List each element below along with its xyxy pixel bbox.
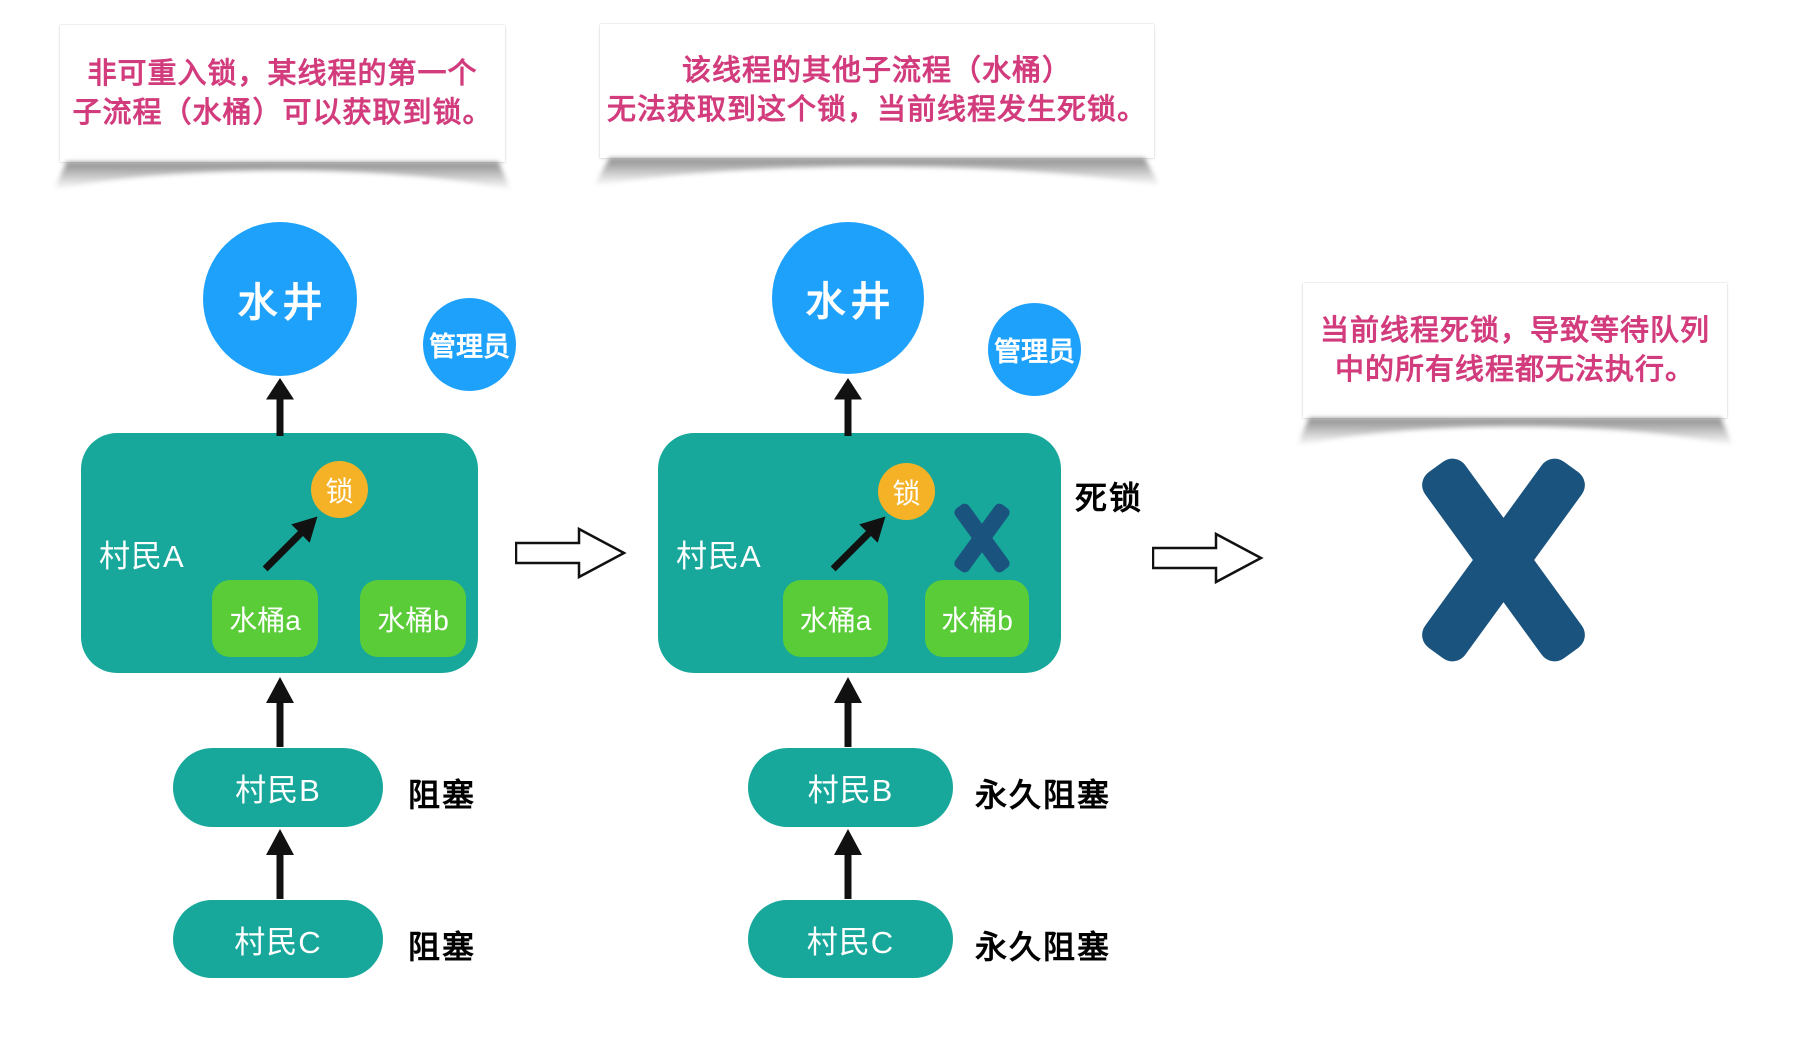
bucket-b-label: 水桶b	[377, 604, 449, 636]
bucket-a-2: 水桶a	[783, 580, 888, 657]
status-blocked-c-1: 阻塞	[408, 929, 477, 965]
hollow-right-arrow-2	[1152, 531, 1264, 585]
well-label: 水井	[237, 281, 328, 325]
admin-circle-1: 管理员	[423, 298, 516, 391]
bucket-b-1: 水桶b	[360, 580, 466, 657]
bucket-a-1: 水桶a	[212, 580, 318, 657]
x-mark-icon-large	[1422, 458, 1585, 662]
villager-c-label: 村民C	[806, 924, 895, 960]
diagonal-arrow-bucket-to-lock-2	[830, 516, 886, 572]
lock-label: 锁	[892, 477, 921, 509]
villager-c-label: 村民C	[234, 924, 322, 960]
villager-b-label: 村民B	[807, 773, 894, 808]
villager-c-pill-1: 村民C	[173, 900, 383, 978]
note-line: 非可重入锁，某线程的第一个	[87, 57, 478, 90]
note-text: 该线程的其他子流程（水桶） 无法获取到这个锁，当前线程发生死锁。	[607, 52, 1147, 130]
note-line: 当前线程死锁，导致等待队列	[1319, 314, 1710, 347]
note-line: 无法获取到这个锁，当前线程发生死锁。	[606, 94, 1147, 126]
villager-b-pill-2: 村民B	[748, 748, 953, 827]
villager-a-label: 村民A	[676, 538, 762, 574]
status-perm-blocked-b-2: 永久阻塞	[975, 777, 1112, 813]
note-other-subprocess-deadlock: 该线程的其他子流程（水桶） 无法获取到这个锁，当前线程发生死锁。	[594, 24, 1160, 186]
status-blocked-b-1: 阻塞	[408, 777, 477, 813]
note-curl-shadow	[594, 158, 1160, 186]
note-line: 子流程（水桶）可以获取到锁。	[72, 96, 493, 129]
well-label: 水井	[805, 280, 896, 324]
villager-a-label: 村民A	[99, 538, 185, 574]
hollow-right-arrow-1	[515, 526, 627, 580]
up-arrow-a-to-well-2	[834, 378, 862, 436]
lock-label: 锁	[325, 475, 354, 507]
note-waiting-queue-blocked: 当前线程死锁，导致等待队列 中的所有线程都无法执行。	[1297, 283, 1733, 446]
bucket-b-2: 水桶b	[925, 580, 1029, 657]
note-curl-shadow	[54, 162, 511, 190]
note-text: 当前线程死锁，导致等待队列 中的所有线程都无法执行。	[1320, 312, 1710, 390]
well-circle-2: 水井	[772, 222, 924, 374]
villager-b-pill-1: 村民B	[173, 748, 383, 827]
status-deadlock-label: 死锁	[1075, 480, 1144, 516]
admin-label: 管理员	[429, 332, 510, 362]
villager-b-label: 村民B	[235, 773, 321, 808]
bucket-a-label: 水桶a	[229, 604, 301, 636]
x-mark-icon-small	[954, 503, 1010, 573]
bucket-a-label: 水桶a	[799, 604, 872, 636]
villager-c-pill-2: 村民C	[748, 900, 953, 978]
up-arrow-c-to-b-1	[266, 829, 294, 899]
up-arrow-c-to-b-2	[834, 829, 862, 899]
lock-circle-1: 锁	[311, 461, 368, 518]
bucket-b-label: 水桶b	[941, 604, 1013, 636]
note-curl-shadow	[1297, 418, 1733, 446]
note-text: 非可重入锁，某线程的第一个 子流程（水桶）可以获取到锁。	[72, 55, 492, 133]
lock-circle-2: 锁	[878, 463, 935, 520]
admin-label: 管理员	[994, 337, 1075, 367]
note-line: 该线程的其他子流程（水桶）	[681, 55, 1072, 87]
note-line: 中的所有线程都无法执行。	[1334, 353, 1695, 386]
note-nonreentrant-lock: 非可重入锁，某线程的第一个 子流程（水桶）可以获取到锁。	[54, 25, 511, 190]
up-arrow-b-to-a-1	[266, 677, 294, 747]
up-arrow-b-to-a-2	[834, 677, 862, 747]
status-perm-blocked-c-2: 永久阻塞	[975, 929, 1112, 965]
well-circle-1: 水井	[203, 222, 357, 376]
diagonal-arrow-bucket-to-lock-1	[262, 516, 318, 572]
up-arrow-a-to-well-1	[266, 378, 294, 436]
admin-circle-2: 管理员	[988, 303, 1081, 396]
